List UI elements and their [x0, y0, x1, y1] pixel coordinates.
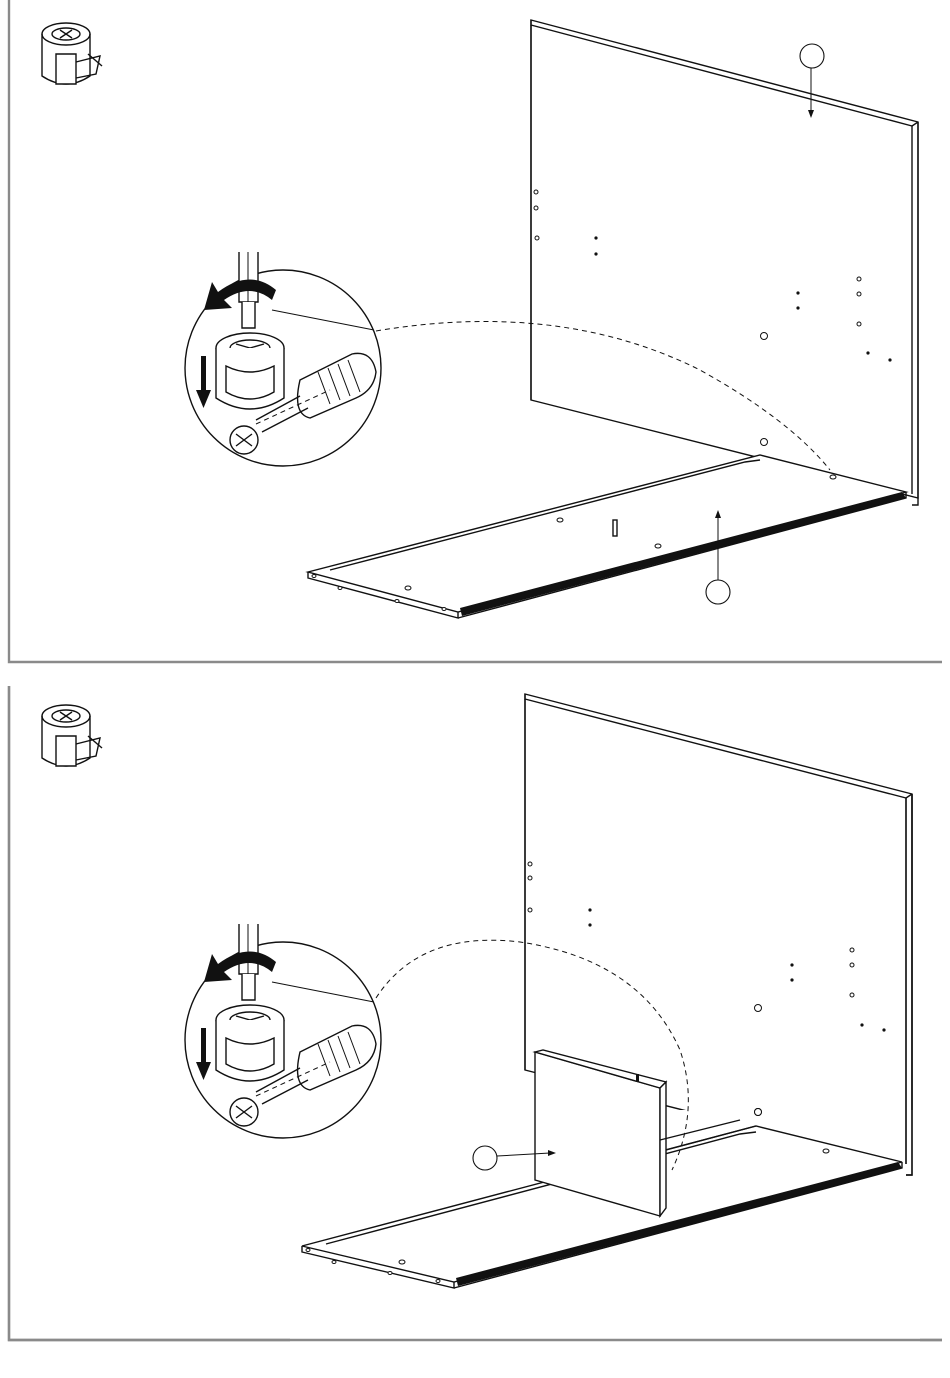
back-panel-hole [755, 1109, 762, 1116]
cam-lock-tighten-detail [185, 924, 381, 1138]
cam-lock-tighten-detail [185, 252, 381, 466]
back-panel [531, 20, 918, 505]
step-top-drawing [0, 0, 950, 670]
step-bottom-parts [0, 670, 950, 1378]
bottom-panel [308, 455, 906, 618]
step-panel-top [0, 0, 950, 670]
back-panel-side [906, 794, 912, 1175]
step-bottom-parts-drawing [0, 670, 950, 1378]
cam-lock-icon [42, 23, 102, 84]
